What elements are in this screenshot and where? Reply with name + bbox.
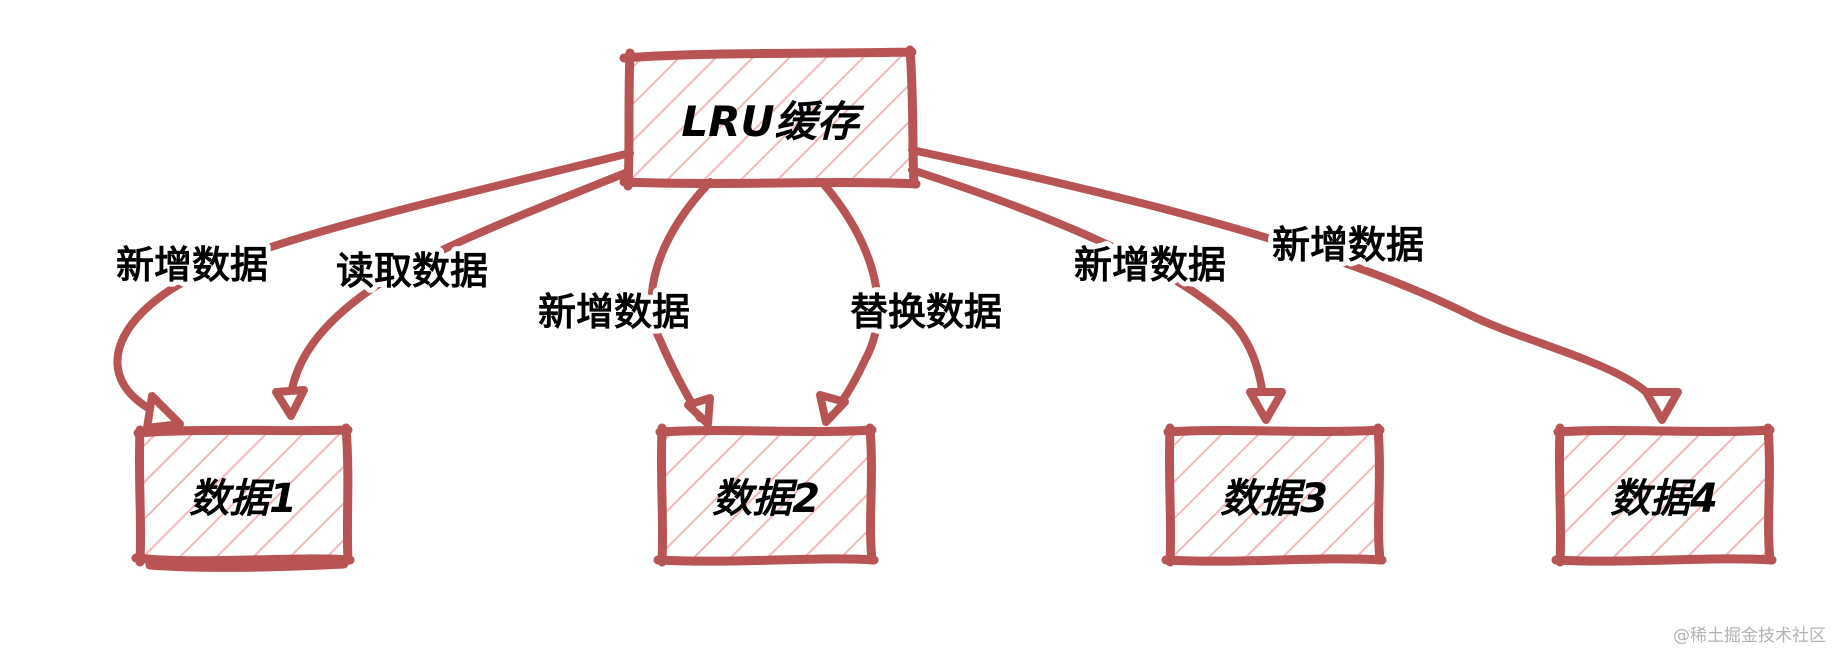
watermark: @稀土掘金技术社区 [1673, 626, 1826, 646]
node-lru-cache-label: LRU缓存 [681, 97, 864, 146]
edge-label-add-1: 新增数据 [116, 243, 268, 287]
node-data-4-label: 数据4 [1610, 476, 1718, 522]
edge-label-add-2: 新增数据 [538, 290, 690, 334]
node-data-4: 数据4 [1551, 423, 1777, 567]
node-data-1-label: 数据1 [189, 476, 297, 522]
node-data-2: 数据2 [653, 423, 879, 567]
node-data-3: 数据3 [1161, 423, 1387, 567]
edge-read-1 [272, 168, 632, 420]
node-data-2-label: 数据2 [712, 476, 820, 522]
node-lru-cache: LRU缓存 [619, 45, 921, 191]
edge-add-4 [908, 146, 1682, 424]
edge-label-add-4: 新增数据 [1272, 223, 1424, 267]
edge-replace-2 [816, 178, 882, 426]
edge-add-1 [113, 149, 634, 432]
node-data-1: 数据1 [131, 423, 355, 572]
edge-label-read-1: 读取数据 [336, 249, 488, 293]
edge-add-3 [908, 166, 1286, 424]
node-data-3-label: 数据3 [1220, 476, 1328, 522]
edge-label-add-3: 新增数据 [1074, 243, 1226, 287]
edge-label-replace-2: 替换数据 [850, 290, 1002, 334]
edge-add-2 [647, 178, 714, 428]
